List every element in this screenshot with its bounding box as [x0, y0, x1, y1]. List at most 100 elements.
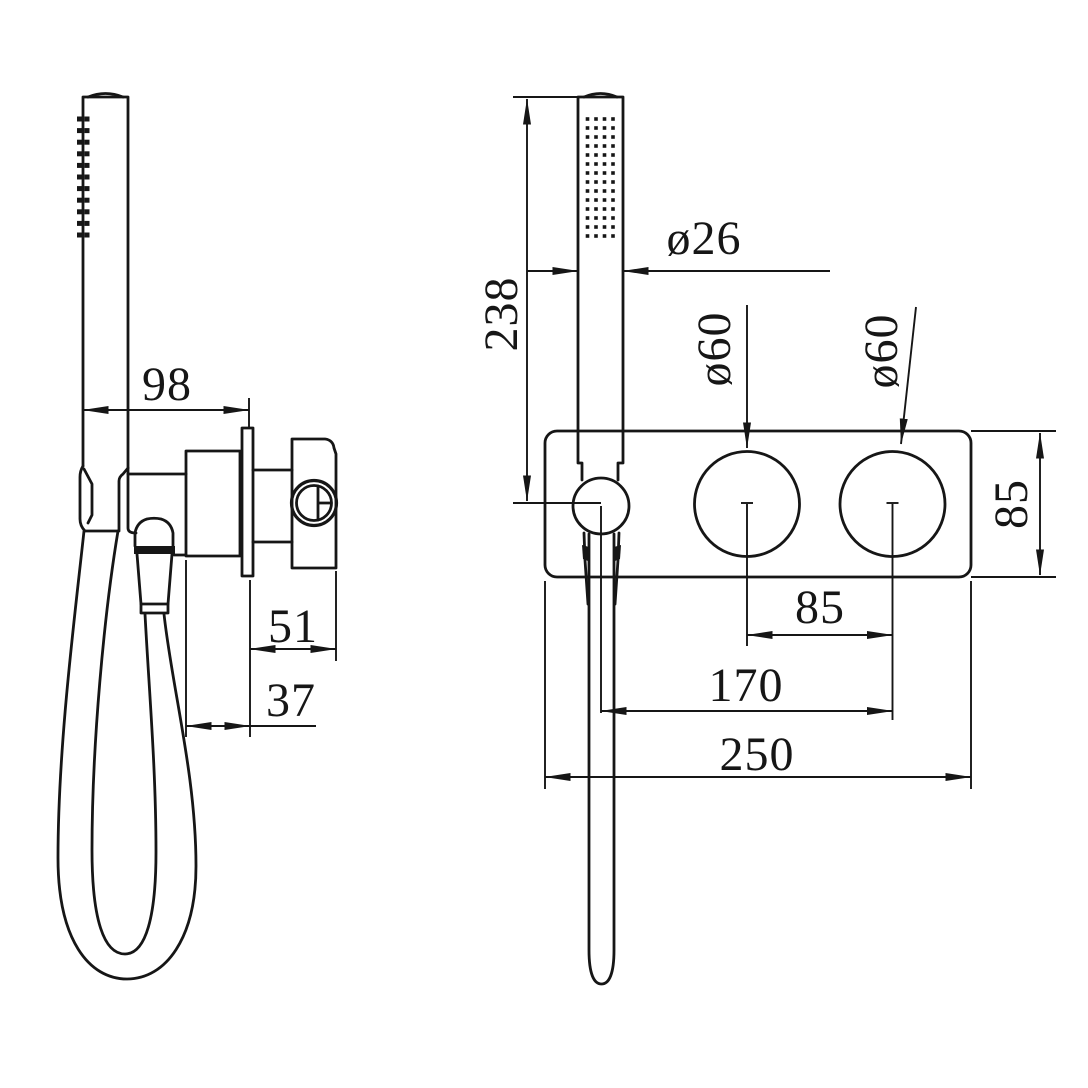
nozzle-dot — [594, 135, 598, 139]
nozzle-dot — [594, 171, 598, 175]
nozzle-dot — [585, 234, 590, 238]
nozzle-dot — [585, 216, 590, 220]
nozzle-dot — [602, 126, 607, 130]
nozzle-dot — [594, 225, 598, 229]
knob-indicator-marks — [316, 484, 333, 522]
nozzle-dot — [77, 162, 82, 168]
nozzle-dot — [84, 151, 90, 157]
nozzle-dot — [594, 198, 598, 202]
nozzle-dot — [84, 186, 90, 192]
trim-plate — [543, 429, 973, 579]
nozzle-dot — [602, 234, 607, 238]
wand-side-outline — [81, 95, 130, 476]
knob-side-outline — [290, 437, 338, 570]
nozzle-dot — [602, 189, 607, 193]
nozzle-dot — [594, 153, 598, 157]
nozzle-dot — [602, 180, 607, 184]
nozzle-dot — [585, 171, 590, 175]
nozzle-dot — [84, 232, 90, 238]
nozzle-dot — [84, 220, 90, 226]
dim-label-d60-right: ø60 — [855, 314, 908, 389]
hose-collar-wedge-left — [582, 545, 589, 561]
nozzle-dot — [585, 162, 590, 166]
dim-label-51: 51 — [268, 600, 318, 653]
dim-label-170: 170 — [709, 659, 784, 712]
leader-d60-right — [899, 306, 917, 445]
nozzle-dot — [611, 144, 615, 148]
valve-body-side — [184, 449, 242, 558]
nozzle-dot — [585, 153, 590, 157]
nozzle-dot — [77, 232, 82, 238]
hose-nut-taper — [135, 552, 174, 606]
wand-front-cap — [582, 92, 619, 99]
nozzle-dot — [585, 180, 590, 184]
nozzle-dot — [594, 144, 598, 148]
nozzle-dot — [77, 186, 82, 192]
nozzle-dot — [602, 144, 607, 148]
nozzle-dot — [585, 126, 590, 130]
nozzle-dot — [594, 216, 598, 220]
nozzle-dot — [611, 198, 615, 202]
hose-straight — [587, 532, 616, 986]
nozzle-dot — [602, 153, 607, 157]
dim-label-250: 250 — [720, 728, 795, 781]
nozzle-dot — [611, 189, 615, 193]
nozzle-dot — [602, 198, 607, 202]
hose-nut-dome — [133, 516, 175, 548]
nozzle-dot — [84, 128, 90, 134]
nozzle-dot — [594, 234, 598, 238]
nozzle-dot — [602, 207, 607, 211]
nozzle-dot — [594, 207, 598, 211]
wand-side-nozzle-dots — [77, 116, 90, 238]
dim-label-d60-left: ø60 — [688, 312, 741, 387]
dim-label-85r: 85 — [985, 479, 1038, 529]
wand-side-cap — [86, 92, 125, 99]
dim-label-98: 98 — [142, 358, 192, 411]
elbow-arm-left — [126, 472, 138, 535]
nozzle-dot — [585, 225, 590, 229]
nozzle-dot — [602, 225, 607, 229]
dim-label-85b: 85 — [795, 581, 845, 634]
nozzle-dot — [611, 180, 615, 184]
nozzle-dot — [77, 139, 82, 145]
nozzle-dot — [585, 207, 590, 211]
handle-cup-inner — [82, 467, 94, 525]
hose-nut-band — [134, 546, 175, 554]
nozzle-dot — [84, 162, 90, 168]
nozzle-dot — [585, 198, 590, 202]
nozzle-dot — [77, 197, 82, 203]
dim-label-37: 37 — [266, 674, 316, 727]
nozzle-dot — [594, 189, 598, 193]
nozzle-dot — [602, 216, 607, 220]
nozzle-dot — [585, 117, 590, 121]
knob-indicator-outer-circle — [289, 478, 339, 528]
nozzle-dot — [594, 162, 598, 166]
nozzle-dot — [611, 117, 615, 121]
nozzle-dot — [611, 126, 615, 130]
dim-label-d26: ø26 — [667, 212, 742, 265]
nozzle-dot — [602, 162, 607, 166]
nozzle-dot — [594, 180, 598, 184]
hose-collar — [582, 531, 621, 606]
nozzle-dot — [77, 209, 82, 215]
dim-label-238: 238 — [475, 277, 528, 352]
handle-cup-outline — [78, 464, 130, 533]
nozzle-dot — [84, 116, 90, 122]
nozzle-dot — [84, 174, 90, 180]
hose-loop-outer — [56, 529, 198, 981]
nozzle-dot — [602, 117, 607, 121]
nozzle-dot — [84, 139, 90, 145]
nozzle-dot — [611, 216, 615, 220]
hose-nut-hex — [139, 602, 170, 615]
nozzle-dot — [84, 209, 90, 215]
nozzle-dot — [594, 117, 598, 121]
nozzle-dot — [611, 225, 615, 229]
wand-front-outline — [576, 95, 625, 482]
nozzle-dot — [585, 135, 590, 139]
front-view: 238 ø26 ø60 ø60 85 85 170 250 — [475, 92, 1056, 986]
hose-collar-wedge-right — [614, 545, 621, 561]
nozzle-dot — [77, 116, 82, 122]
nozzle-dot — [77, 174, 82, 180]
nozzle-dot — [611, 153, 615, 157]
